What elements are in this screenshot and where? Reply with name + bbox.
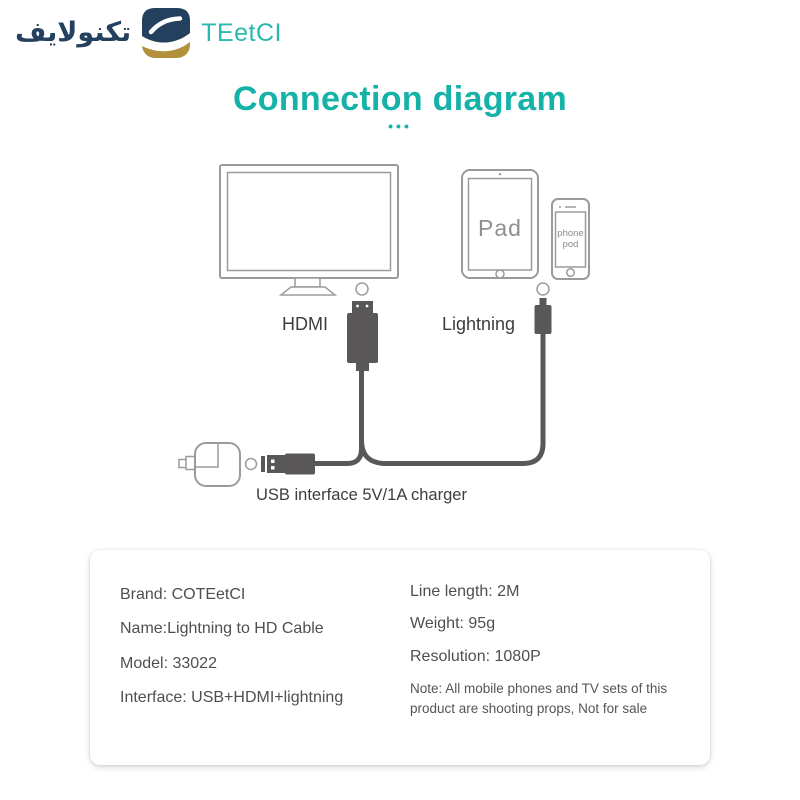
label-usb-charger: USB interface 5V/1A charger — [256, 486, 467, 504]
spec-weight: Weight: 95g — [410, 615, 496, 632]
tablet-icon: Pad — [461, 169, 539, 279]
hdmi-connect-circle — [355, 282, 369, 296]
monitor-icon — [219, 164, 399, 296]
hdmi-plug-icon — [347, 301, 378, 371]
tablet-label-text: Pad — [478, 215, 522, 241]
charger-icon — [178, 442, 241, 487]
lightning-connect-circle — [536, 282, 550, 296]
page-title: Connection diagram — [232, 80, 568, 118]
label-hdmi: HDMI — [282, 314, 328, 334]
usb-connect-circle — [244, 457, 258, 471]
spec-note: Note: All mobile phones and TV sets of t… — [410, 681, 668, 716]
spec-model: Model: 33022 — [120, 655, 217, 672]
brand-arabic-text: تكنولايف — [15, 17, 132, 48]
phone-icon: phone pod — [551, 198, 590, 280]
lightning-plug-icon — [534, 298, 552, 334]
label-lightning: Lightning — [442, 314, 516, 334]
spec-brand: Brand: COTEetCI — [120, 586, 246, 603]
spec-line-length: Line length: 2M — [410, 583, 520, 600]
phone-label-text-line1: phone — [557, 228, 583, 239]
brand-logo: تكنولايف TEetCI — [15, 8, 282, 58]
brand-logo-icon — [142, 8, 191, 58]
spec-card: Brand: COTEetCI Name:Lightning to HD Cab… — [90, 550, 710, 765]
cable-usb-to-hdmi — [311, 366, 364, 466]
brand-latin-text: TEetCI — [201, 18, 282, 47]
title-dots: ••• — [388, 118, 412, 134]
spec-resolution: Resolution: 1080P — [410, 648, 541, 665]
spec-interface: Interface: USB+HDMI+lightning — [120, 689, 344, 706]
connection-diagram: Pad phone pod — [178, 164, 590, 487]
usb-plug-icon — [261, 453, 315, 475]
cable-branch-to-lightning — [359, 329, 546, 466]
phone-label-text-line2: pod — [563, 239, 579, 250]
spec-name: Name:Lightning to HD Cable — [120, 620, 324, 637]
